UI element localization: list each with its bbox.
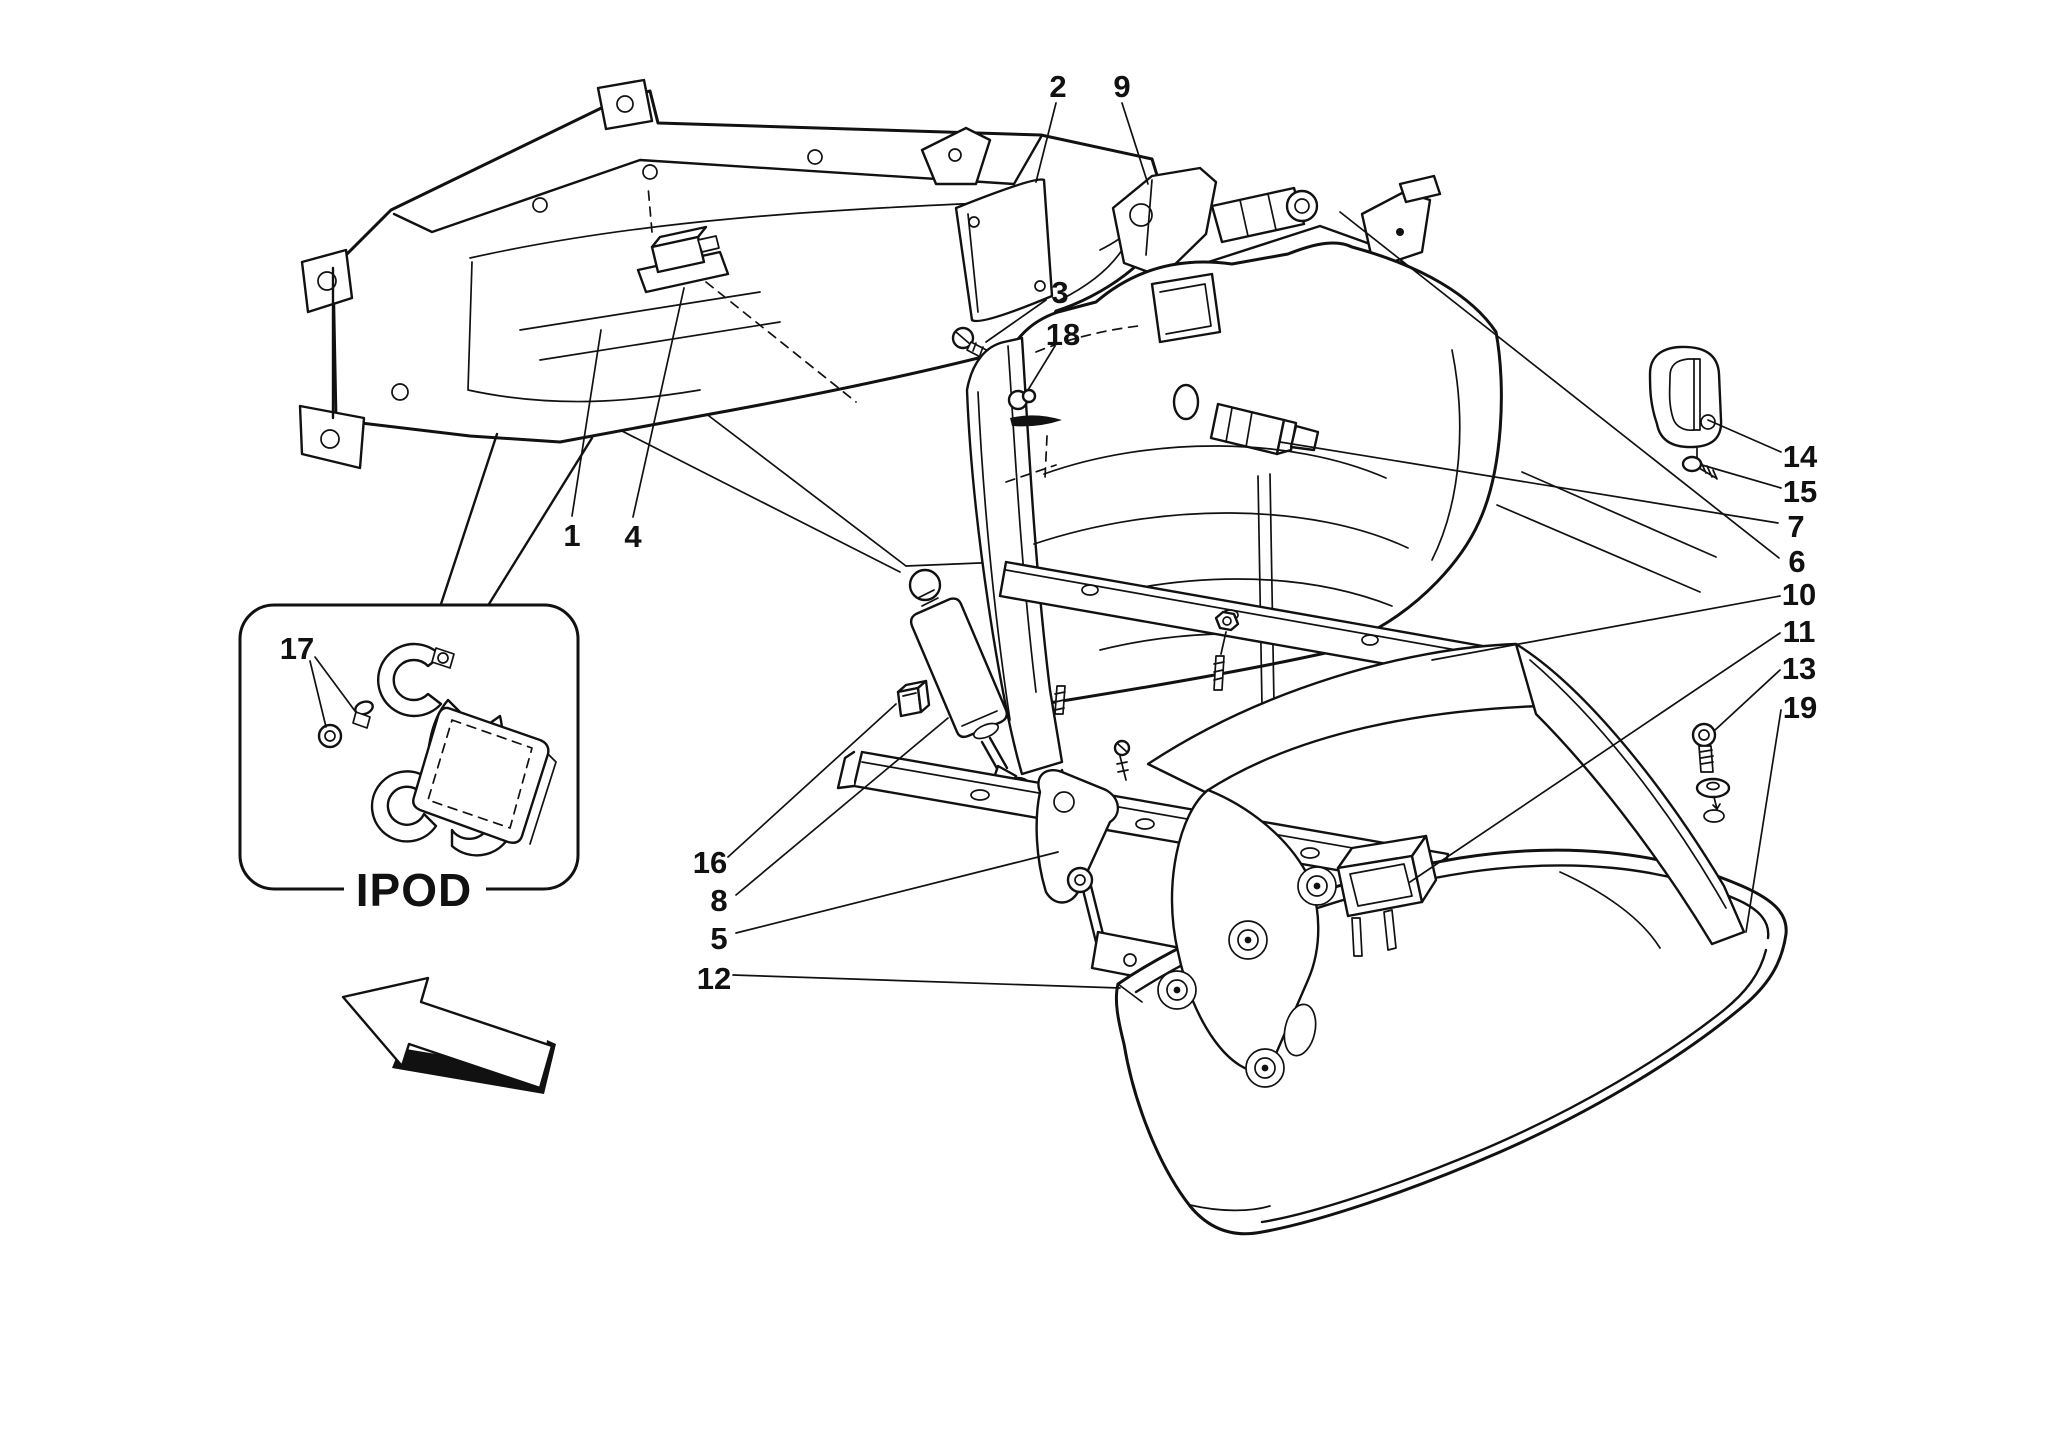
callout-number-5: 5 [710,921,727,956]
leader-line-11 [1409,632,1781,883]
leader-line-14 [1707,419,1782,453]
callout-number-1: 1 [563,518,580,553]
leader-line-6 [1339,211,1780,559]
leader-line-19 [1745,709,1782,933]
direction-arrow [341,976,556,1094]
label-backing [344,864,486,912]
small-fasteners [1054,610,1240,781]
leader-line-2 [1035,102,1057,183]
rubber-buffer [896,679,931,718]
callout-number-17: 17 [280,631,314,666]
callout-number-14: 14 [1783,439,1818,474]
holder-rivet [352,700,374,729]
leader-line-4 [632,287,685,518]
ipod-inset: IPOD [238,432,594,916]
callout-number-11: 11 [1783,614,1816,649]
callout-number-16: 16 [693,845,727,880]
latch-clip [636,185,857,403]
leader-line-17 [309,660,327,728]
callout-number-13: 13 [1782,651,1816,686]
leader-line-12 [732,974,1121,989]
callout-number-19: 19 [1783,690,1817,725]
frame-screw-bosses [1157,866,1337,1088]
leader-line-13 [1713,669,1781,732]
callout-number-6: 6 [1788,544,1805,579]
callout-number-12: 12 [697,961,731,996]
leader-line-7 [1279,441,1779,524]
lid-left-arm [965,336,1064,776]
lid-stop-pin [1005,388,1062,483]
harness-clamp [1648,345,1723,460]
striker-scoop [1336,834,1438,957]
callout-number-7: 7 [1787,509,1804,544]
callout-number-4: 4 [624,519,642,554]
clamp-screw [1681,455,1718,480]
callout-number-9: 9 [1113,69,1130,104]
glovebox-housing [298,78,1171,470]
callout-number-2: 2 [1049,69,1066,104]
leader-line-9 [1121,102,1149,185]
leader-line-16 [727,703,897,858]
lamp-bulb [1209,402,1320,456]
leader-line-1 [571,329,602,517]
leader-line-10 [1431,595,1781,661]
inset-label-text: IPOD [356,864,472,916]
bolt-and-grommet [1691,722,1731,810]
leader-line-8 [735,717,949,896]
callout-number-8: 8 [710,883,727,918]
ipod-holder [317,642,557,857]
side-panel [954,178,1054,323]
callout-number-10: 10 [1782,577,1816,612]
leader-line-17 [314,656,356,712]
leader-line-18 [1027,345,1056,391]
leader-line-15 [1701,464,1782,489]
leader-line-5 [735,851,1059,934]
callout-number-15: 15 [1783,474,1817,509]
leader-line-3 [985,299,1047,343]
reinforcement-frame [1146,642,1746,1088]
callout-number-3: 3 [1051,275,1068,310]
callout-number-18: 18 [1046,317,1080,352]
